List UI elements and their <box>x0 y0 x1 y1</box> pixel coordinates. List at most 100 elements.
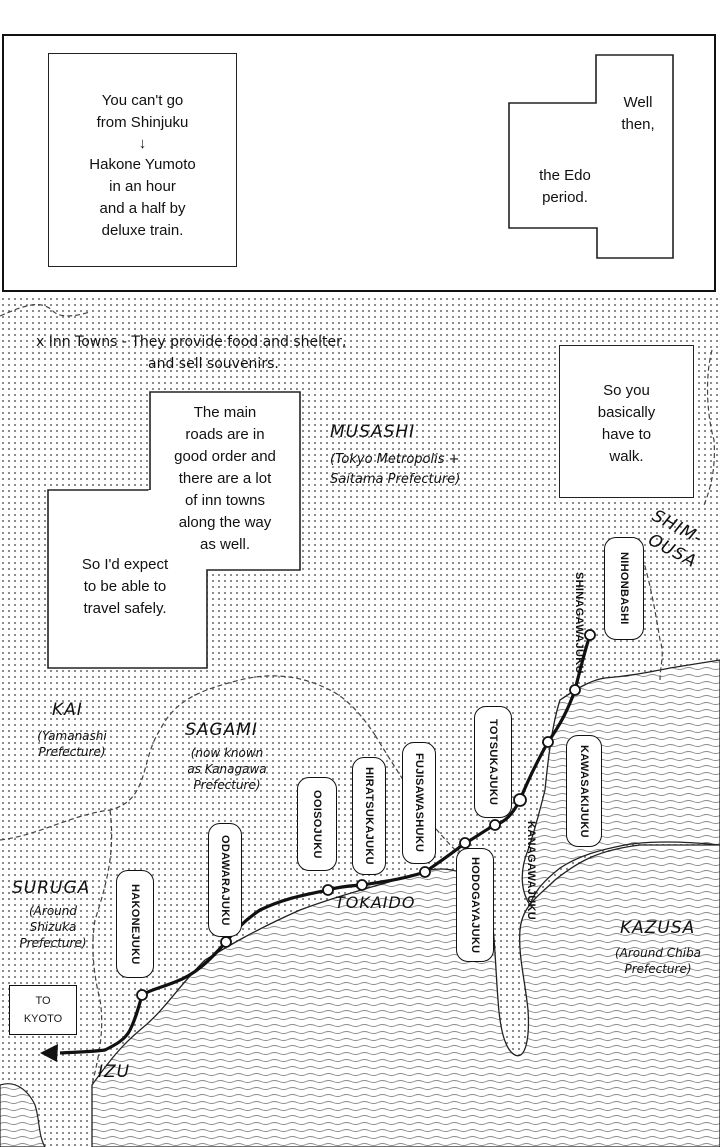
region-sub-line: Shizuka <box>29 920 77 934</box>
bubble-line: then, <box>621 116 655 133</box>
station-tag-hodogayajuku: HODOGAYAJUKU <box>456 848 494 962</box>
station-name: HIRATSUKAJUKU <box>363 767 375 865</box>
bubble-line: travel safely. <box>83 600 167 617</box>
kyoto-sign-line: KYOTO <box>23 1013 63 1025</box>
station-dot-fujisawa <box>419 866 431 878</box>
region-musashi-name: MUSASHI <box>330 422 416 442</box>
sea-sagami-bay <box>91 844 720 1147</box>
station-name: KAWASAKIJUKU <box>578 744 590 838</box>
station-tag-odawarajuku: ODAWARAJUKU <box>208 823 242 937</box>
speech-bubble-edo-period: the Edo period. <box>520 165 610 209</box>
edo-bubble-outline <box>508 54 674 259</box>
station-dot-hiratsuka <box>356 879 368 891</box>
speech-bubble-main-roads-outline <box>47 391 301 669</box>
border-sagami-musashi <box>374 734 471 866</box>
bubble-line: the Edo <box>539 167 591 184</box>
station-name: OOISOJUKU <box>311 789 323 859</box>
bubble-line: roads are in <box>185 426 265 443</box>
bubble-line: basically <box>597 404 656 421</box>
station-tag-nihonbashi: NIHONBASHI <box>604 537 644 640</box>
station-tag-totsukajuku: TOTSUKAJUKU <box>474 706 512 818</box>
bubble-line: of inn towns <box>184 492 266 509</box>
bubble-line: in an hour <box>109 178 176 195</box>
station-name: SHINAGAWAJUKU <box>573 571 585 674</box>
kyoto-arrow-head <box>40 1044 58 1062</box>
bubble-line: You can't go <box>101 92 184 109</box>
region-kai-sub: (Yamanashi Prefecture) <box>22 728 122 760</box>
station-tag-hiratsukajuku: HIRATSUKAJUKU <box>352 757 386 875</box>
station-tag-kawasakijuku: KAWASAKIJUKU <box>566 735 602 847</box>
station-tag-kanagawajuku: KANAGAWAJUKU <box>516 808 546 932</box>
station-name: NIHONBASHI <box>618 552 630 625</box>
road-label-tokaido: TOKAIDO <box>335 893 416 912</box>
region-sagami: SAGAMI <box>185 720 258 740</box>
station-name: TOTSUKAJUKU <box>487 718 499 806</box>
bubble-line: good order and <box>174 448 276 465</box>
region-sub-line: Prefecture) <box>193 778 261 792</box>
border-kai-sagami <box>0 675 376 841</box>
bubble-line: walk. <box>609 448 644 465</box>
station-dot-ooiso <box>322 884 334 896</box>
region-suruga: SURUGA <box>12 878 91 898</box>
region-sub-line: as Kanagawa <box>187 762 267 776</box>
bubble-line: from Shinjuku <box>96 114 189 131</box>
region-kazusa: KAZUSA <box>620 918 696 938</box>
station-name: ODAWARAJUKU <box>219 834 231 926</box>
region-sub-line: (Tokyo Metropolis + <box>330 452 460 467</box>
border-top <box>0 304 91 317</box>
border-suruga <box>91 809 113 1086</box>
region-sagami-sub: (now known as Kanagawa Prefecture) <box>176 745 278 793</box>
region-sub-line: (now known <box>190 746 264 760</box>
border-musashi-shimousa <box>639 549 663 681</box>
bubble-line: to be able to <box>83 578 167 595</box>
station-dot-odawara <box>220 936 232 948</box>
region-izu: IZU <box>98 1062 131 1082</box>
footnote-line: x Inn Towns - They provide food and shel… <box>36 334 347 350</box>
speech-bubble-main-roads: The main roads are in good order and the… <box>155 402 295 556</box>
region-sub-line: Saitama Prefecture) <box>330 472 461 487</box>
speech-bubble-expect-safely: So I'd expect to be able to travel safel… <box>55 554 195 620</box>
region-sub-line: Prefecture) <box>19 936 87 950</box>
station-dot-kanagawa <box>513 793 527 807</box>
bubble-line: Well <box>623 94 653 111</box>
station-tag-ooisojuku: OOISOJUKU <box>297 777 337 871</box>
station-dot-hakone <box>136 989 148 1001</box>
bubble-line: period. <box>542 189 588 206</box>
station-tag-shinagawajuku: SHINAGAWAJUKU <box>564 560 594 685</box>
region-kai: KAI <box>52 700 83 720</box>
region-suruga-sub: (Around Shizuka Prefecture) <box>4 903 102 951</box>
station-name: HAKONEJUKU <box>129 883 141 965</box>
region-sub-line: Prefecture) <box>624 962 692 976</box>
station-dot-totsuka <box>459 837 471 849</box>
speech-bubble-walk-text: So you basically have to walk. <box>559 380 694 468</box>
station-dot-kawasaki <box>542 736 554 748</box>
bubble-line: there are a lot <box>178 470 272 487</box>
tokaido-road <box>59 634 592 1055</box>
bubble-line: So you <box>603 382 650 399</box>
footnote-inn-towns: x Inn Towns - They provide food and shel… <box>36 331 346 375</box>
station-name: FUJISAWASHUKU <box>413 753 425 853</box>
station-dot-nihonbashi <box>584 629 596 641</box>
speech-bubble-shinjuku <box>48 53 237 267</box>
bubble-line: ↓ <box>138 135 147 152</box>
region-kazusa-sub: (Around Chiba Prefecture) <box>604 945 712 977</box>
bubble-line: So I'd expect <box>81 556 169 573</box>
bubble-line: have to <box>601 426 652 443</box>
footnote-line: and sell souvenirs. <box>148 356 279 372</box>
speech-bubble-shinjuku-text: You can't go from Shinjuku ↓ Hakone Yumo… <box>48 90 237 242</box>
speech-bubble-walk <box>559 345 694 498</box>
speech-bubble-well-then: Well then, <box>596 92 680 136</box>
region-sub-line: Prefecture) <box>38 745 106 759</box>
station-name: KANAGAWAJUKU <box>525 820 537 920</box>
bubble-line: and a half by <box>99 200 186 217</box>
sea-west <box>0 1083 46 1147</box>
bubble-line: Hakone Yumoto <box>89 156 196 173</box>
bubble-line: as well. <box>199 536 251 553</box>
region-musashi: MUSASHI <box>330 422 415 442</box>
station-tag-hakonejuku: HAKONEJUKU <box>116 870 154 978</box>
region-sub-line: (Around <box>29 904 77 918</box>
bubble-line: along the way <box>178 514 272 531</box>
region-sub-line: (Yamanashi <box>37 729 107 743</box>
region-sub-line: (Around Chiba <box>614 946 702 960</box>
